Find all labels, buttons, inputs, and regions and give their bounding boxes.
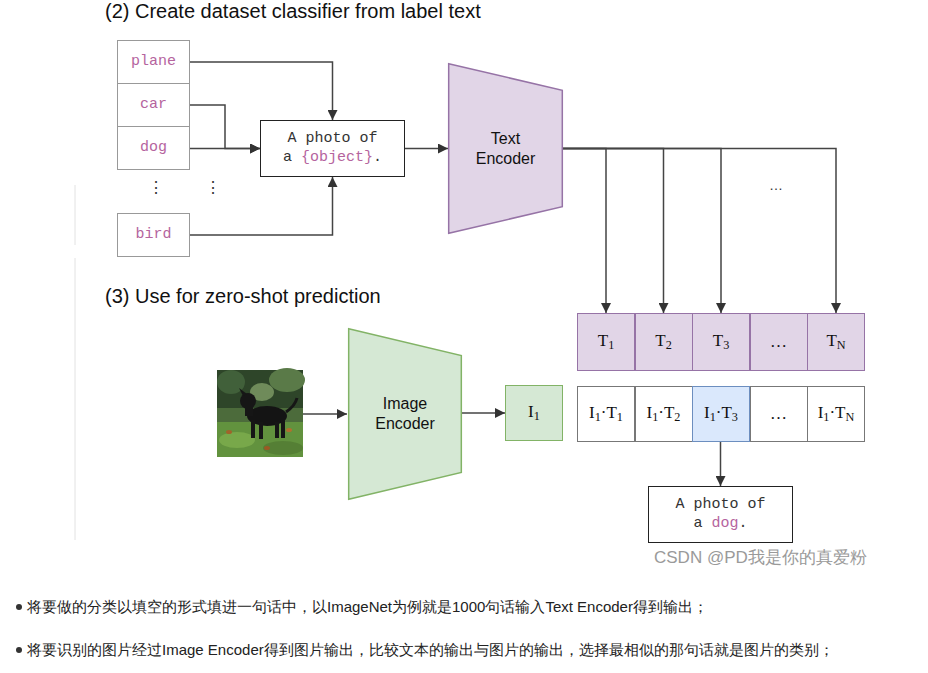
subscript: 1 xyxy=(608,339,614,353)
section-title: (2) Create dataset classifier from label… xyxy=(105,1,481,21)
subscript: 3 xyxy=(723,339,729,353)
ellipsis-mark: ⋮ xyxy=(148,178,164,198)
node-text: car xyxy=(140,96,167,115)
subscript: 1 xyxy=(823,411,829,425)
photo-grass xyxy=(217,422,303,457)
label-box: bird xyxy=(117,213,190,257)
subscript: 2 xyxy=(666,339,672,353)
bullet-dot xyxy=(16,647,22,653)
photo-foliage xyxy=(269,368,305,392)
text-embedding-cell: T3 xyxy=(692,313,750,371)
subscript: 1 xyxy=(710,411,716,425)
node-text: TN xyxy=(826,330,845,354)
image-arrow xyxy=(303,413,347,415)
subscript: N xyxy=(837,339,846,353)
connector xyxy=(190,105,260,149)
node-text: Image Encoder xyxy=(367,394,443,434)
node-text: A photo of a dog. xyxy=(670,496,771,534)
similarity-cell: I1·T3 xyxy=(692,386,750,442)
prediction-box: A photo of a dog. xyxy=(648,486,793,543)
label-box: dog xyxy=(117,126,190,170)
node-text: I1·T2 xyxy=(647,402,681,426)
subscript: 1 xyxy=(617,411,623,425)
subscript: 1 xyxy=(534,410,540,424)
margin-rule xyxy=(75,258,76,540)
node-text: T1 xyxy=(598,330,615,354)
connector xyxy=(190,62,333,120)
connector xyxy=(563,149,664,314)
connector xyxy=(190,148,260,150)
subscript: 1 xyxy=(652,411,658,425)
ellipsis-mark: … xyxy=(769,175,783,195)
dog-ear xyxy=(239,388,247,396)
trapezoid-shape xyxy=(449,64,563,234)
node-text: bird xyxy=(135,226,171,245)
watermark: CSDN @PD我是你的真爱粉 xyxy=(654,548,867,568)
ellipsis-mark: ⋮ xyxy=(205,178,221,198)
subscript: N xyxy=(846,411,855,425)
node-text: plane xyxy=(131,53,176,72)
text-embedding-cell: T2 xyxy=(635,313,693,371)
node-text: dog xyxy=(140,139,167,158)
similarity-cell: I1·T2 xyxy=(635,386,693,442)
dog-leg xyxy=(281,420,285,438)
node-text: … xyxy=(770,403,787,424)
bullet-text: 将要做的分类以填空的形式填进一句话中，以ImageNet为例就是1000句话输入… xyxy=(27,597,708,617)
connector xyxy=(720,442,722,486)
prompt-template-box: A photo of a {object}. xyxy=(260,120,405,177)
dog-tail xyxy=(286,398,297,412)
text-embedding-cell: … xyxy=(750,313,808,371)
dog-leg xyxy=(275,422,279,438)
connector xyxy=(563,149,721,314)
placeholder-word: dog xyxy=(711,515,738,532)
subscript: 1 xyxy=(595,411,601,425)
node-text: T2 xyxy=(655,330,672,354)
dog-leg xyxy=(251,420,255,438)
bullet-text: 将要识别的图片经过Image Encoder得到图片输出，比较文本的输出与图片的… xyxy=(27,640,834,660)
node-text: T3 xyxy=(713,330,730,354)
node-text: I1 xyxy=(528,401,540,425)
node-text: A photo of a {object}. xyxy=(282,130,383,168)
connector xyxy=(462,412,505,414)
trapezoid-shape xyxy=(349,329,462,500)
photo-grass xyxy=(263,441,303,455)
connector xyxy=(190,177,333,235)
similarity-cell: I1·T1 xyxy=(577,386,635,442)
text-embedding-cell: T1 xyxy=(577,313,635,371)
image-embedding-box: I1 xyxy=(505,385,563,441)
dog-leg xyxy=(259,422,263,439)
node-text: I1·T3 xyxy=(704,402,738,426)
label-box: plane xyxy=(117,40,190,84)
subscript: 3 xyxy=(732,411,738,425)
node-text: Text Encoder xyxy=(468,129,544,169)
leaf xyxy=(226,430,232,434)
text-encoder: Text Encoder xyxy=(448,63,563,234)
connector xyxy=(563,149,606,314)
text-embedding-cell: TN xyxy=(807,313,865,371)
photo-grass xyxy=(219,432,255,448)
image-encoder: Image Encoder xyxy=(348,328,462,500)
connector xyxy=(563,149,836,314)
label-box: car xyxy=(117,83,190,127)
similarity-cell: I1·TN xyxy=(807,386,865,442)
leaf xyxy=(264,446,270,450)
node-text: I1·T1 xyxy=(589,402,623,426)
trapezoid-outline xyxy=(448,63,563,234)
node-text: I1·TN xyxy=(818,402,855,426)
dog-neck xyxy=(245,404,253,416)
connector xyxy=(405,148,448,150)
dog-photo xyxy=(217,368,305,457)
node-text: … xyxy=(770,331,787,352)
trapezoid-outline xyxy=(348,328,462,500)
similarity-cell: … xyxy=(750,386,808,442)
margin-rule xyxy=(75,185,76,245)
subscript: 2 xyxy=(674,411,680,425)
placeholder-word: {object} xyxy=(301,149,373,166)
bullet-dot xyxy=(16,604,22,610)
section-title: (3) Use for zero-shot prediction xyxy=(105,286,381,306)
leaf xyxy=(286,428,292,432)
